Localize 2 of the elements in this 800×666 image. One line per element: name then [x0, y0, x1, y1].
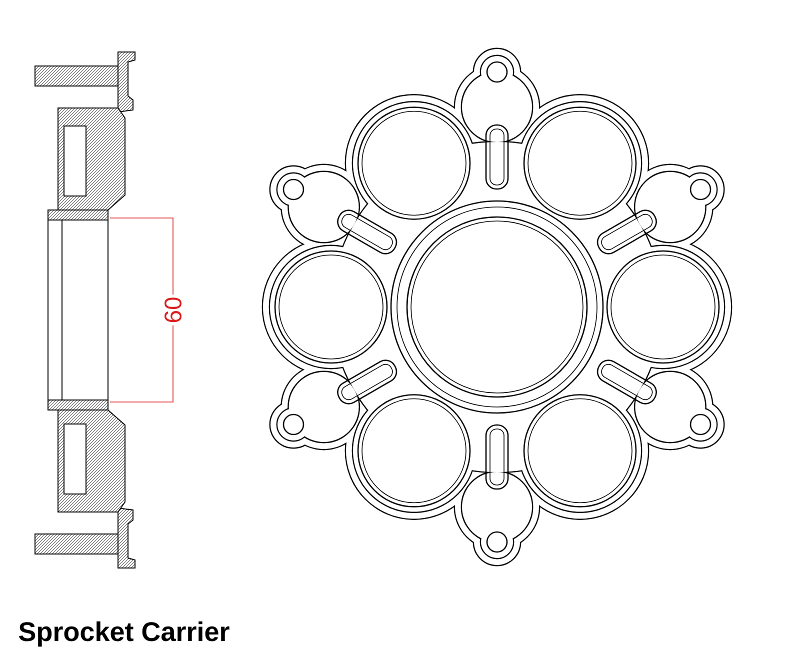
caption: Sprocket Carrier [19, 621, 230, 647]
dimension-label: 60 [162, 294, 184, 326]
